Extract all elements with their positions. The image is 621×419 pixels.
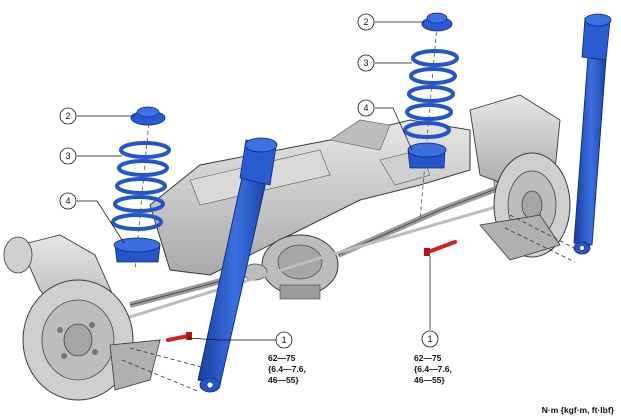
right-install-axis [419,24,438,221]
right-upper-spring-seat [421,12,453,32]
callout-left-top-cap: 2 [59,107,77,125]
left-lower-spring-seat [113,237,161,263]
svg-text:62—75: 62—75 [414,353,442,363]
right-lower-mount-guide [504,214,579,263]
stabilizer-bar [119,198,521,322]
callout-right-top-cap: 2 [357,13,375,31]
svg-text:62—75: 62—75 [268,353,296,363]
torque-spec-right: 62—75 {6.4—7.6, 46—55} [414,353,452,385]
svg-text:46—55}: 46—55} [414,375,445,385]
right-shock-absorber [573,13,612,255]
right-lower-arm [479,214,561,261]
right-lower-spring-seat [407,142,447,169]
svg-text:1: 1 [281,335,286,345]
svg-text:3: 3 [363,58,368,68]
svg-text:{6.4—7.6,: {6.4—7.6, [268,364,306,374]
left-brake-disc [22,279,134,401]
left-upper-spring-seat [130,106,166,126]
svg-text:4: 4 [65,196,70,206]
callout-left-seat: 4 [59,192,77,210]
callout-left-bolt: 1 [275,331,293,349]
left-lower-mount-guide [121,347,206,393]
callout-leaders [77,21,431,341]
left-mount-bolt [166,332,192,342]
left-shock-absorber [197,137,278,393]
callout-right-spring: 3 [357,54,375,72]
svg-text:2: 2 [65,111,70,121]
differential [261,234,339,300]
left-coil-spring [111,141,171,231]
svg-text:{6.4—7.6,: {6.4—7.6, [414,364,452,374]
left-lower-arm [109,339,161,391]
right-coil-spring [403,49,459,139]
callout-right-bolt: 1 [421,330,439,348]
svg-text:46—55}: 46—55} [268,375,299,385]
torque-spec-left: 62—75 {6.4—7.6, 46—55} [268,353,306,385]
svg-text:4: 4 [363,103,368,113]
svg-text:2: 2 [363,17,368,27]
torque-units-note: N·m {kgf·m, ft·lbf} [542,405,615,415]
callout-left-spring: 3 [59,147,77,165]
callout-right-seat: 4 [357,99,375,117]
svg-text:1: 1 [427,334,432,344]
svg-text:3: 3 [65,151,70,161]
right-mount-bolt [424,240,457,256]
